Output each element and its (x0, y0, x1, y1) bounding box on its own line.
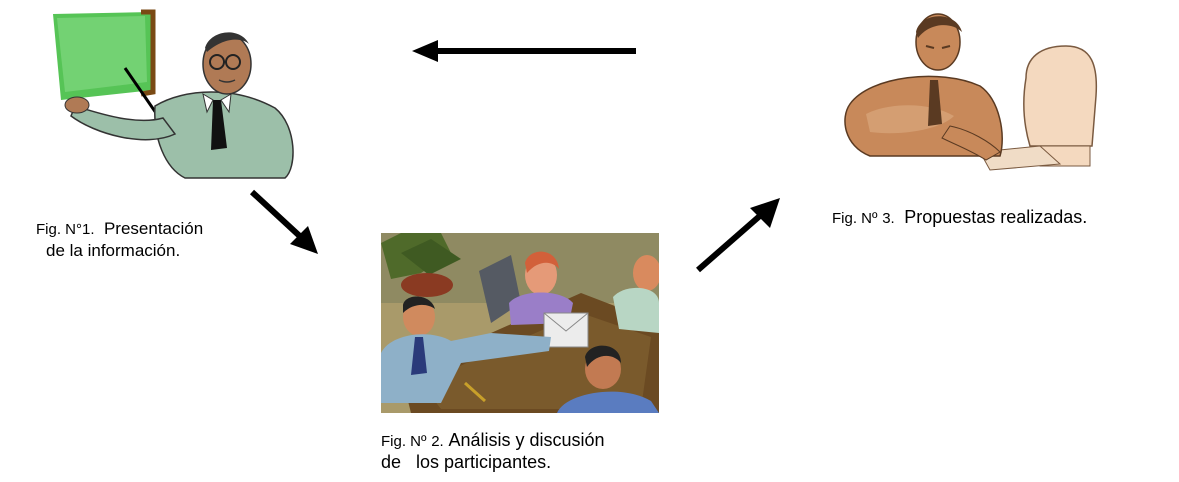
arrow-fig2-to-fig3 (692, 194, 784, 276)
fig2-caption-prefix: Fig. Nº (381, 433, 427, 450)
fig1-caption-prefix: Fig. N°1. (36, 221, 95, 238)
fig3-caption-line1: Propuestas realizadas. (904, 207, 1088, 227)
fig3-picture (830, 6, 1100, 180)
fig1-caption-line2: de la información. (46, 241, 181, 260)
fig1-caption: Fig. N°1. Presentación de la información… (36, 218, 203, 261)
fig1-picture (35, 8, 300, 180)
fig2-caption-line2: de los participantes. (381, 452, 552, 472)
teacher-presenting-icon (53, 9, 294, 179)
fig1-caption-line1: Presentación (103, 219, 204, 238)
fig3-caption-number: 3. (882, 210, 895, 227)
arrow-down-right-icon (249, 189, 318, 254)
man-at-computer-icon (844, 13, 1098, 171)
fig3-caption-prefix: Fig. Nº (832, 210, 878, 227)
arrow-fig3-to-fig1 (412, 38, 638, 64)
fig2-caption-line1: Análisis y discusión (448, 430, 605, 450)
fig3-caption: Fig. Nº 3. Propuestas realizadas. (832, 207, 1087, 229)
arrow-left-icon (412, 40, 636, 62)
arrow-fig1-to-fig2 (246, 186, 322, 258)
fig2-caption-number: 2. (431, 433, 444, 450)
fig2-picture (381, 233, 659, 413)
fig2-caption: Fig. Nº 2. Análisis y discusión de los p… (381, 430, 605, 473)
arrow-up-right-icon (696, 198, 780, 273)
meeting-discussion-icon (381, 233, 659, 413)
